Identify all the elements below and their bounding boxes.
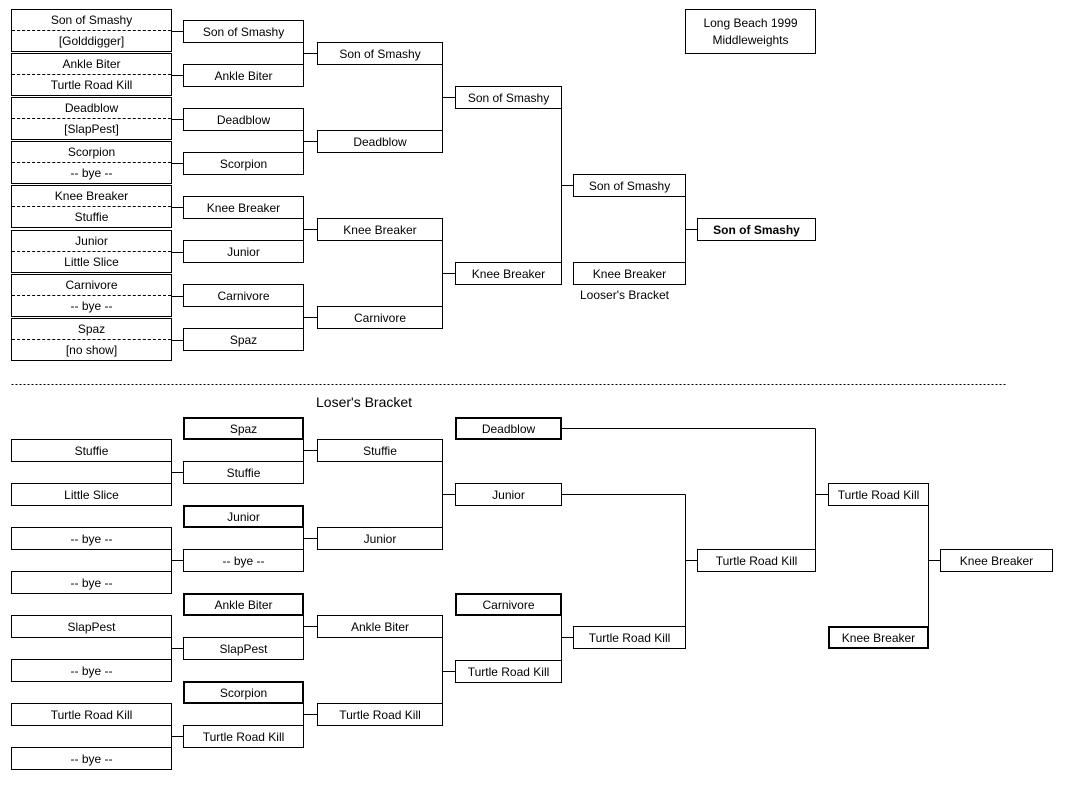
dropped-in-slot: Deadblow: [455, 417, 562, 440]
competitor-slot: Junior: [317, 527, 443, 550]
competitor-slot: Son of Smashy: [183, 20, 304, 43]
competitor-slot: Ankle Biter: [12, 54, 171, 75]
competitor-slot: -- bye --: [183, 549, 304, 572]
competitor-slot: Spaz: [183, 328, 304, 351]
competitor-slot: Junior: [12, 231, 171, 252]
dropped-in-slot: Spaz: [183, 417, 304, 440]
tournament-title-box: Long Beach 1999 Middleweights: [685, 9, 816, 54]
dropped-in-slot: Junior: [183, 505, 304, 528]
competitor-slot: Stuffie: [74, 209, 109, 224]
competitor-slot: Ankle Biter: [183, 64, 304, 87]
champion-slot: Son of Smashy: [697, 218, 816, 241]
competitor-slot: Turtle Road Kill: [317, 703, 443, 726]
tournament-title: Long Beach 1999: [703, 15, 798, 30]
competitor-slot: Deadblow: [317, 130, 443, 153]
competitor-slot: Junior: [183, 240, 304, 263]
looser-bracket-note: Looser's Bracket: [580, 288, 669, 302]
dropped-in-slot: Carnivore: [455, 593, 562, 616]
competitor-slot: [no show]: [65, 342, 118, 357]
competitor-slot: Deadblow: [12, 98, 171, 119]
competitor-slot: Turtle Road Kill: [455, 660, 562, 683]
losers-bracket-title: Loser's Bracket: [316, 394, 413, 410]
competitor-slot: Scorpion: [12, 142, 171, 163]
competitor-slot: [Golddigger]: [58, 33, 125, 48]
competitor-slot: Carnivore: [183, 284, 304, 307]
first-round-match: Carnivore -- bye --: [11, 274, 172, 317]
competitor-slot: Turtle Road Kill: [11, 703, 172, 726]
competitor-slot: Knee Breaker: [12, 186, 171, 207]
competitor-slot: Stuffie: [11, 439, 172, 462]
competitor-slot: Little Slice: [64, 254, 119, 269]
competitor-slot: Carnivore: [317, 306, 443, 329]
competitor-slot: Knee Breaker: [573, 262, 686, 285]
competitor-slot: -- bye --: [11, 747, 172, 770]
competitor-slot: Junior: [455, 483, 562, 506]
competitor-slot: Stuffie: [183, 461, 304, 484]
competitor-slot: Little Slice: [11, 483, 172, 506]
competitor-slot: -- bye --: [70, 165, 113, 180]
competitor-slot: Turtle Road Kill: [183, 725, 304, 748]
competitor-slot: Ankle Biter: [317, 615, 443, 638]
competitor-slot: Son of Smashy: [455, 86, 562, 109]
competitor-slot: -- bye --: [11, 527, 172, 550]
first-round-match: Deadblow [SlapPest]: [11, 97, 172, 140]
competitor-slot: SlapPest: [11, 615, 172, 638]
competitor-slot: Scorpion: [183, 152, 304, 175]
competitor-slot: SlapPest: [183, 637, 304, 660]
competitor-slot: Deadblow: [183, 108, 304, 131]
competitor-slot: [SlapPest]: [64, 121, 119, 136]
dropped-in-slot: Ankle Biter: [183, 593, 304, 616]
dropped-in-slot: Scorpion: [183, 681, 304, 704]
competitor-slot: Son of Smashy: [573, 174, 686, 197]
first-round-match: Son of Smashy [Golddigger]: [11, 9, 172, 52]
dropped-in-slot: Knee Breaker: [828, 626, 929, 649]
competitor-slot: Son of Smashy: [12, 10, 171, 31]
competitor-slot: Turtle Road Kill: [50, 77, 133, 92]
competitor-slot: Turtle Road Kill: [697, 549, 816, 572]
competitor-slot: Spaz: [12, 319, 171, 340]
tournament-division: Middleweights: [712, 32, 789, 47]
competitor-slot: Stuffie: [317, 439, 443, 462]
first-round-match: Scorpion -- bye --: [11, 141, 172, 184]
competitor-slot: Knee Breaker: [317, 218, 443, 241]
competitor-slot: -- bye --: [11, 659, 172, 682]
losers-final-slot: Knee Breaker: [940, 549, 1053, 572]
competitor-slot: Carnivore: [12, 275, 171, 296]
competitor-slot: Turtle Road Kill: [573, 626, 686, 649]
competitor-slot: -- bye --: [11, 571, 172, 594]
first-round-match: Spaz [no show]: [11, 318, 172, 361]
competitor-slot: Knee Breaker: [455, 262, 562, 285]
competitor-slot: Turtle Road Kill: [828, 483, 929, 506]
competitor-slot: -- bye --: [70, 298, 113, 313]
competitor-slot: Son of Smashy: [317, 42, 443, 65]
competitor-slot: Knee Breaker: [183, 196, 304, 219]
